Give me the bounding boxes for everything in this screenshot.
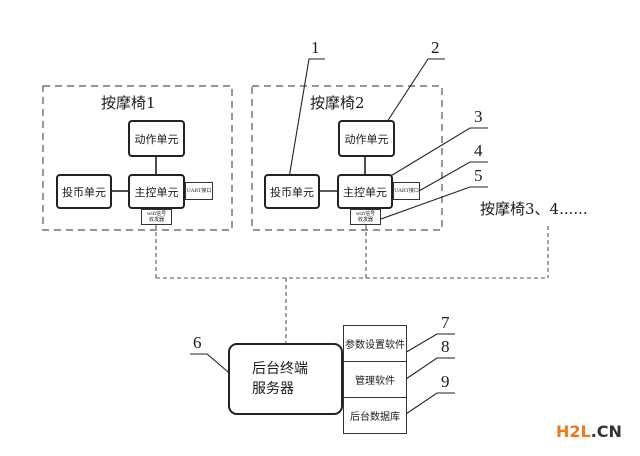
chair-1-coin-unit: 投币单元 xyxy=(56,174,112,209)
callout-7: 7 xyxy=(441,313,450,332)
watermark-logo: H2L.CN xyxy=(556,422,622,441)
chair-2-wifi-line2: 收发器 xyxy=(357,217,373,223)
callout-6: 6 xyxy=(193,333,202,352)
callout-8-leader xyxy=(402,357,455,382)
chair-1-wifi-transceiver: wifi信号 收发器 xyxy=(141,209,172,225)
callout-4: 4 xyxy=(474,141,483,160)
chair-1-main-control-unit: 主控单元 xyxy=(128,174,185,209)
callout-1: 1 xyxy=(311,38,320,57)
parameter-settings-software: 参数设置软件 xyxy=(343,325,407,362)
backend-server-line2: 服务器 xyxy=(252,381,294,397)
watermark-part-2: .CN xyxy=(590,422,622,441)
chair-2-wifi-line1: wifi信号 xyxy=(355,211,376,217)
chair-2-title: 按摩椅2 xyxy=(310,94,365,112)
chair-2-action-unit: 动作单元 xyxy=(338,120,395,157)
callout-8: 8 xyxy=(441,337,450,356)
chair-1-wifi-line1: wifi信号 xyxy=(146,211,167,217)
chair-2-wifi-transceiver: wifi信号 收发器 xyxy=(350,209,381,225)
chair-1-title: 按摩椅1 xyxy=(101,94,156,112)
callout-6-leader xyxy=(190,353,235,378)
callout-4-leader xyxy=(418,161,488,192)
chair-2-uart-interface: UART接口 xyxy=(393,182,420,200)
management-software: 管理软件 xyxy=(343,361,407,398)
chair-1-wifi-line2: 收发器 xyxy=(148,217,164,223)
callout-2: 2 xyxy=(431,38,440,57)
chair-1-uart-interface: UART接口 xyxy=(185,182,213,200)
backend-database: 后台数据库 xyxy=(343,397,407,434)
more-chairs-label: 按摩椅3、4...... xyxy=(480,200,588,218)
watermark-part-1: H2L xyxy=(556,422,591,441)
callout-1-leader xyxy=(286,58,325,191)
chair-2-coin-unit: 投币单元 xyxy=(264,174,320,209)
callout-2-leader xyxy=(382,58,445,129)
backend-server: 后台终端 服务器 xyxy=(228,343,343,415)
chair-2-main-control-unit: 主控单元 xyxy=(337,174,393,209)
callout-5-leader xyxy=(380,186,488,220)
callout-3: 3 xyxy=(474,107,483,126)
callout-9-leader xyxy=(402,392,455,417)
backend-server-line1: 后台终端 xyxy=(252,361,308,377)
callout-3-leader xyxy=(388,127,488,178)
callout-5: 5 xyxy=(474,166,483,185)
chair-1-frame xyxy=(42,85,233,231)
chair-1-action-unit: 动作单元 xyxy=(128,120,185,157)
callout-9: 9 xyxy=(441,372,450,391)
callout-7-leader xyxy=(402,333,455,355)
